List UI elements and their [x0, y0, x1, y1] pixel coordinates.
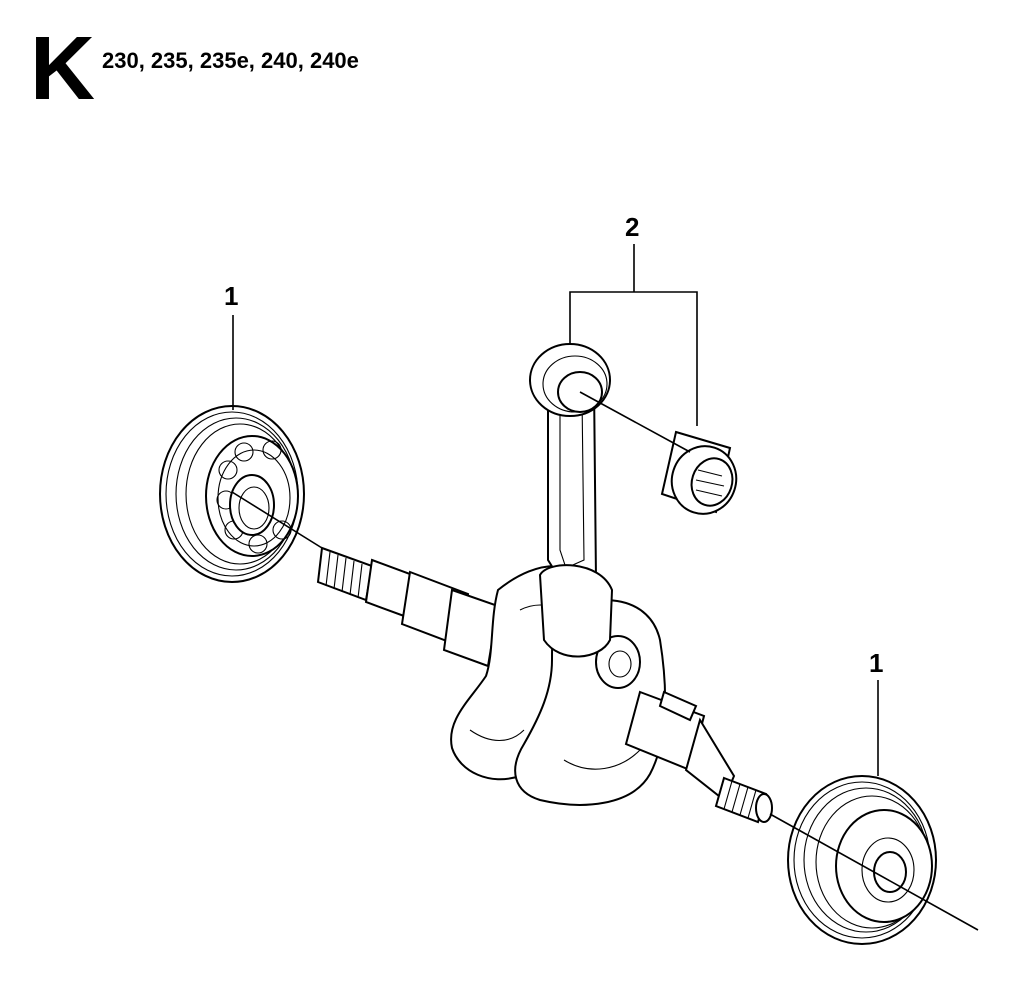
needle-bearing [660, 430, 738, 515]
axis-line-rod [579, 391, 691, 453]
callout-1-left: 1 [224, 281, 238, 311]
connecting-rod [529, 343, 614, 658]
callout-1-right: 1 [869, 648, 883, 678]
section-letter: K [30, 19, 95, 119]
axis-line-left [231, 491, 323, 549]
model-list: 230, 235, 235e, 240, 240e [102, 48, 359, 73]
leader-bracket-rod-kit [569, 244, 698, 426]
axis-line-right [769, 813, 979, 931]
crankshaft [316, 546, 773, 824]
ball-bearing-left [159, 405, 305, 583]
ball-bearing-right [787, 775, 937, 945]
callout-2: 2 [625, 212, 639, 242]
